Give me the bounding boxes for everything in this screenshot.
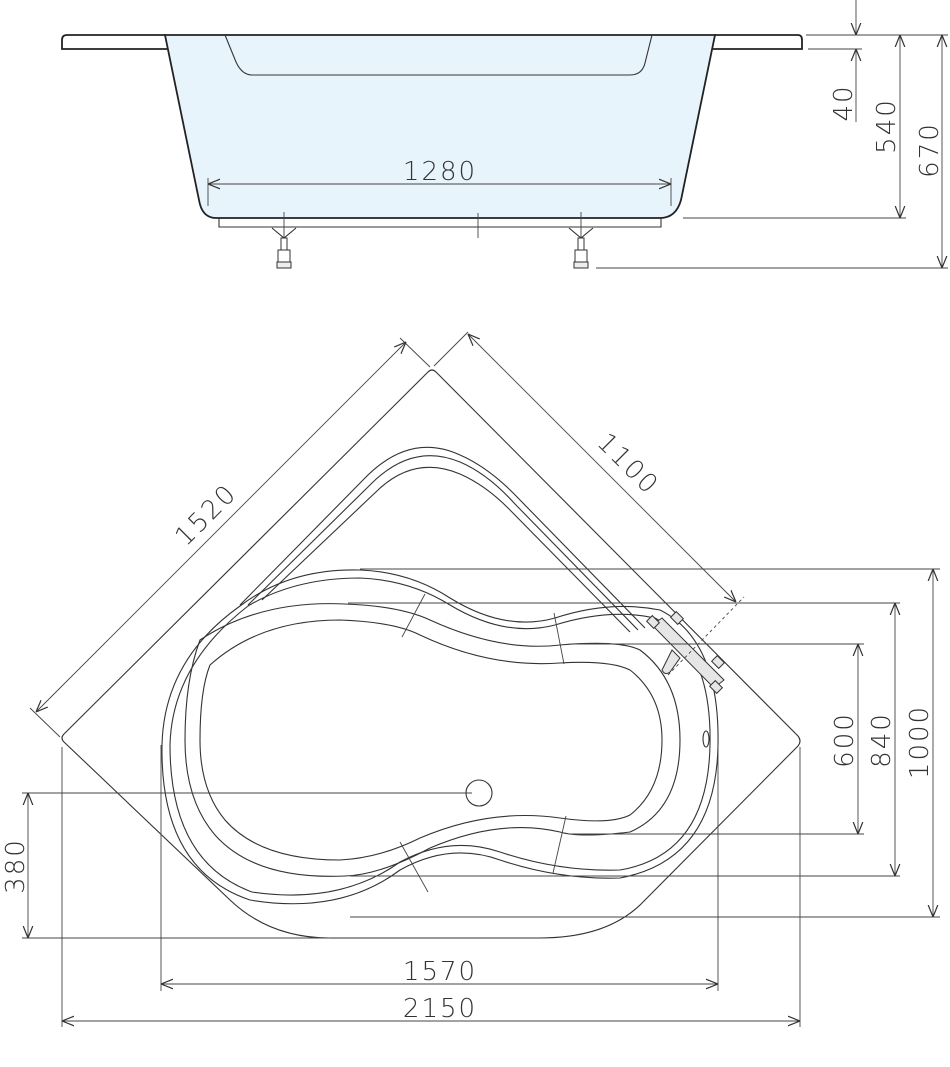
- dim-inner-bottom-width: 1280: [207, 157, 672, 206]
- dim-label-1280: 1280: [403, 157, 477, 187]
- dim-diagonal-a: 1520: [29, 337, 431, 738]
- basin-inner: [199, 619, 663, 861]
- dim-label-380: 380: [1, 838, 31, 894]
- dim-label-2150: 2150: [403, 994, 477, 1024]
- dim-label-40: 40: [829, 84, 859, 121]
- inner-ledge: [224, 34, 653, 76]
- basin-outer: [161, 569, 719, 905]
- left-foot: [271, 212, 297, 269]
- side-view: 1280 40 540 670: [61, 0, 948, 269]
- tub-body: [163, 34, 717, 219]
- dim-diagonal-b: 1100: [433, 331, 736, 602]
- top-view: 1520 1100 600 840 1000: [1, 331, 940, 1027]
- dim-label-600: 600: [830, 712, 860, 768]
- dim-label-1100: 1100: [591, 428, 665, 502]
- dim-total-height: 670: [915, 35, 945, 268]
- basin-outer-2: [169, 577, 711, 896]
- right-rim: [713, 34, 803, 50]
- dim-label-540: 540: [872, 98, 902, 154]
- dim-basin-width: 1570: [161, 957, 718, 987]
- left-rim: [61, 34, 167, 50]
- dim-tub-depth: 540: [872, 35, 902, 218]
- dim-drain-offset: 380: [1, 792, 472, 939]
- dim-label-1000: 1000: [905, 705, 935, 779]
- basin-middle: [184, 603, 681, 877]
- dim-label-1570: 1570: [403, 957, 477, 987]
- dim-label-840: 840: [867, 712, 897, 768]
- overflow-icon: [702, 730, 710, 748]
- dim-rim-thickness: 40: [829, 0, 859, 122]
- dim-outer-basin-height: 1000: [905, 569, 935, 917]
- rim-line-2: [247, 455, 639, 631]
- faucet-fitting: [645, 610, 726, 695]
- right-foot: [568, 212, 594, 269]
- base-plate: [218, 218, 662, 228]
- dim-mid-basin-height: 840: [867, 603, 897, 876]
- dim-label-670: 670: [915, 122, 945, 178]
- dim-overall-width: 2150: [62, 994, 800, 1024]
- dim-inner-basin-height: 600: [830, 644, 860, 834]
- rim-line-3: [261, 466, 631, 633]
